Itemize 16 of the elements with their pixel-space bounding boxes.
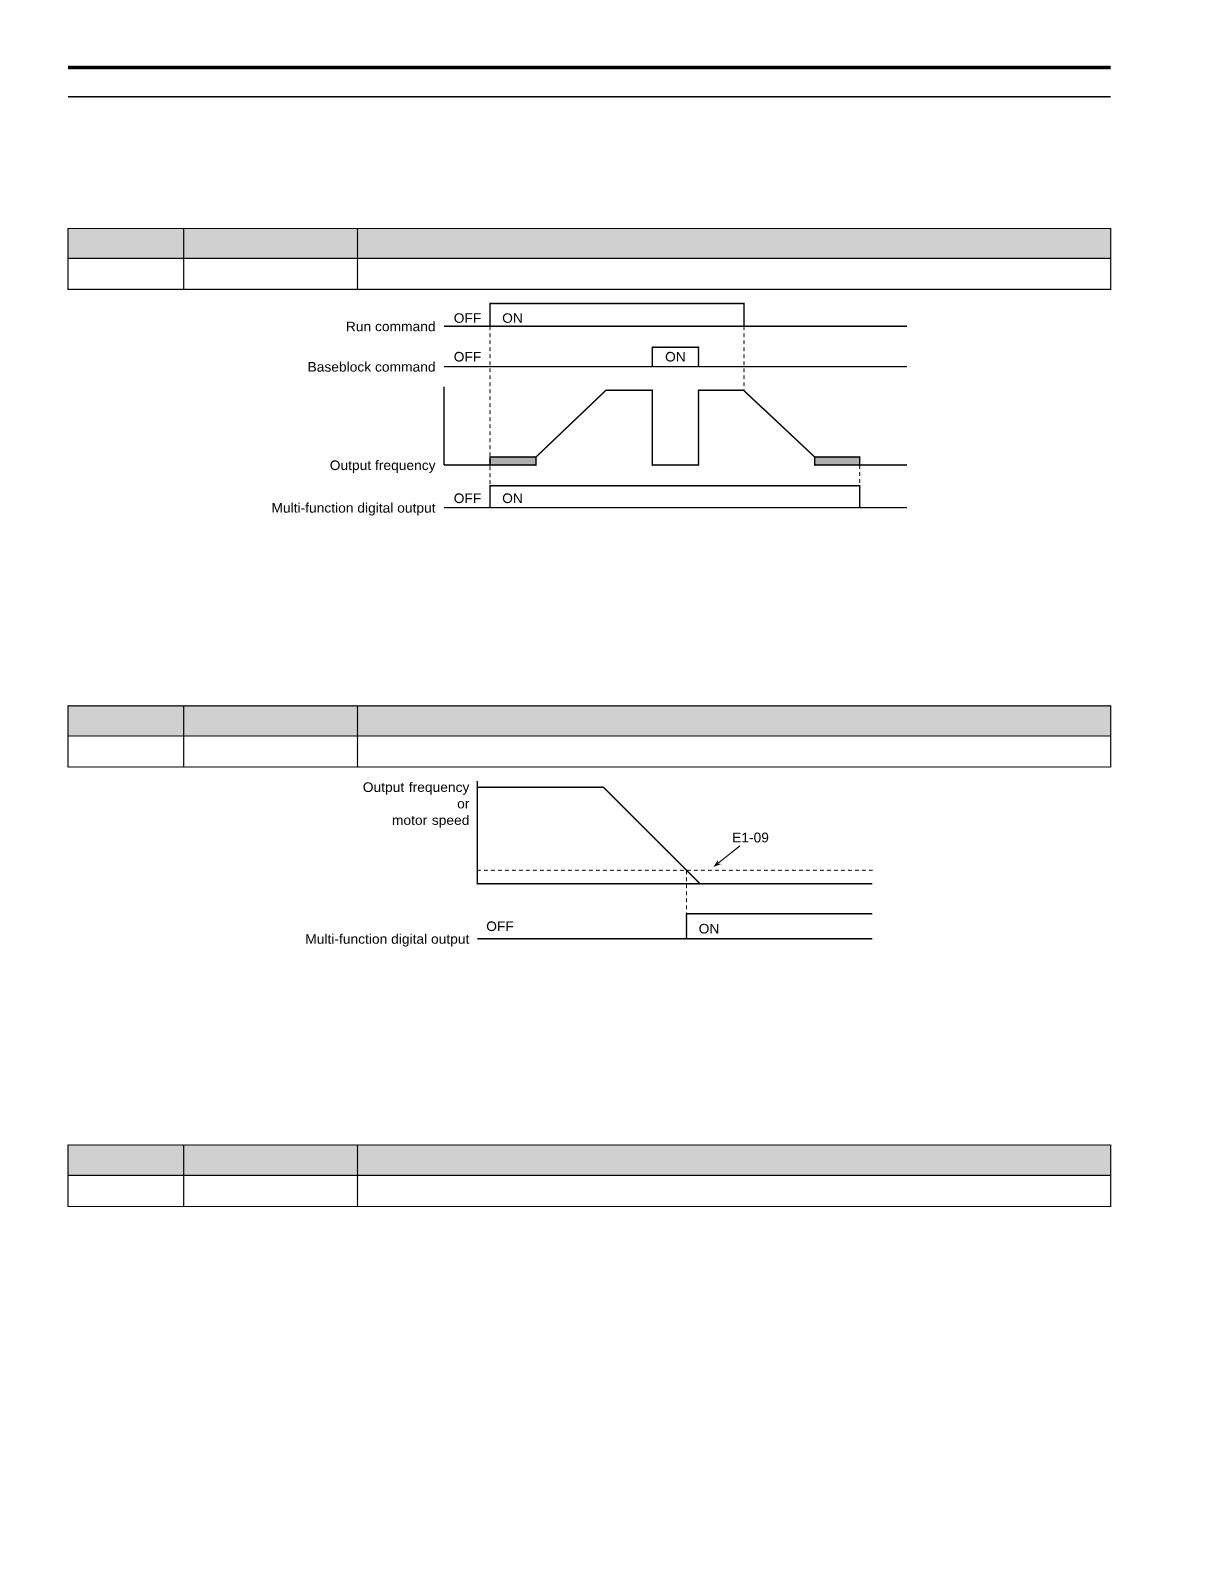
state-label: OFF [486,921,514,932]
signal-label: Run command [347,321,435,332]
state-label: OFF [454,313,481,323]
state-label: OFF [454,493,481,504]
signal-label: Output frequency or motor speed [363,781,470,828]
signal-label: Multi-function digital output [272,502,436,516]
state-label: ON [699,923,719,934]
state-label: ON [502,493,522,504]
signal-label: Multi-function digital output [306,933,470,947]
callout-text: E1-09 [733,832,769,843]
signal-label: Baseblock command [308,361,435,372]
signal-label: Output frequency [330,460,436,473]
state-label: ON [665,351,685,362]
state-label: OFF [454,351,481,362]
threshold-line [476,869,874,871]
state-label: ON [502,313,522,323]
